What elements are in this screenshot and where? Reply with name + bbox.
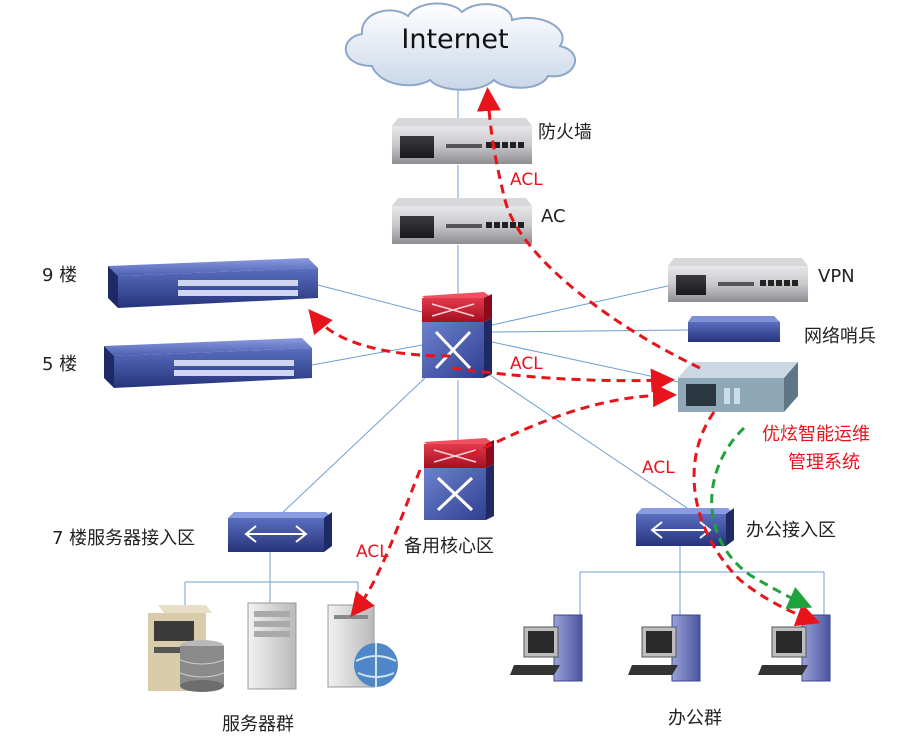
acl-label-server: ACL	[356, 542, 389, 562]
office-access-label: 办公接入区	[746, 520, 836, 541]
server-access-router-icon	[228, 512, 332, 552]
sentinel-label: 网络哨兵	[804, 326, 876, 347]
acl-path-backup-to-ops	[469, 383, 677, 457]
floor9-label: 9 楼	[42, 265, 78, 286]
floor9-switch-icon	[108, 258, 318, 308]
sentinel-probe-icon	[688, 316, 780, 342]
acl-path-ops-to-internet	[476, 87, 701, 370]
ops-system-label-line2: 管理系统	[788, 452, 860, 473]
server-group-icon	[148, 602, 398, 692]
link-core-floor9	[317, 284, 423, 313]
vpn-appliance-icon	[668, 258, 808, 302]
database-icon	[179, 640, 225, 692]
backup-core-switch-icon	[424, 438, 494, 520]
floor5-switch-icon	[104, 338, 312, 388]
internet-cloud-icon	[344, 2, 577, 91]
ac-label: AC	[541, 206, 566, 227]
link-core-floor5	[311, 344, 423, 366]
office-group-icon	[510, 614, 831, 682]
workstation-3-icon	[758, 614, 831, 682]
backup-core-label: 备用核心区	[404, 536, 494, 557]
office-group-label: 办公群	[668, 708, 722, 729]
link-core-ops	[491, 341, 679, 383]
firewall-label: 防火墙	[538, 122, 592, 143]
ac-appliance-icon	[392, 198, 532, 244]
acl-label-internet: ACL	[510, 170, 543, 190]
acl-path-core-to-floor9	[308, 309, 451, 358]
link-core-server-access	[279, 377, 426, 516]
workstation-1-icon	[510, 614, 583, 682]
ops-system-server-icon	[678, 362, 798, 412]
link-core-vpn	[491, 284, 673, 326]
vpn-label: VPN	[818, 266, 855, 287]
server-tower-2-icon	[247, 602, 297, 690]
mgmt-path-ops-to-workstation	[710, 426, 813, 609]
floor5-label: 5 楼	[42, 354, 78, 375]
acl-path-backup-to-webserver	[350, 469, 422, 618]
acl-label-office: ACL	[642, 458, 675, 478]
link-core-sentinel	[491, 329, 689, 333]
server-group-label: 服务器群	[222, 714, 294, 735]
acl-label-core: ACL	[510, 354, 543, 374]
server-access-label: 7 楼服务器接入区	[52, 528, 196, 549]
firewall-appliance-icon	[392, 118, 532, 164]
link-core-office-access	[489, 374, 691, 511]
internet-label: Internet	[401, 24, 509, 55]
acl-paths	[308, 87, 821, 627]
workstation-2-icon	[628, 614, 701, 682]
ops-system-label-line1: 优炫智能运维	[762, 424, 870, 445]
links	[184, 85, 825, 615]
acl-path-core-to-ops	[451, 366, 675, 393]
core-switch-icon	[422, 292, 492, 378]
